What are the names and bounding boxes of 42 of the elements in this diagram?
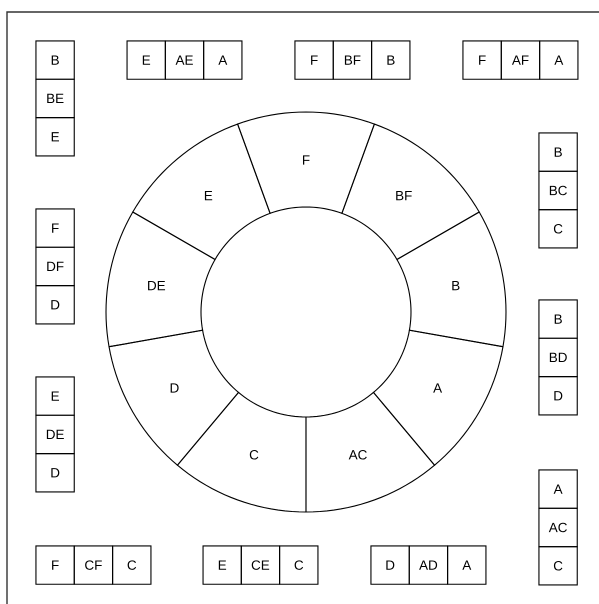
label-cell: E [35, 117, 75, 156]
label-cell: BC [538, 170, 578, 210]
label-cell: B [538, 132, 578, 172]
label-cell: F [35, 545, 75, 585]
label-cell: F [462, 40, 502, 80]
label-cell: DF [35, 246, 75, 286]
label-cell: C [112, 545, 152, 585]
label-cell: A [538, 469, 578, 509]
label-cell: C [279, 545, 318, 585]
label-cell: A [447, 545, 486, 585]
label-cell: E [126, 40, 166, 80]
label-cell: C [538, 209, 578, 248]
label-cell: F [294, 40, 334, 80]
ring-segment: C [176, 392, 307, 513]
label-cell: B [35, 40, 75, 80]
label-cell: D [538, 376, 578, 416]
ring-segment: D [108, 330, 240, 466]
label-cell: BF [332, 40, 372, 80]
ring-segment: B [396, 211, 507, 348]
label-cell: D [35, 453, 75, 492]
label-cell: E [35, 376, 75, 416]
label-cell: D [370, 545, 410, 585]
label-cell: CF [74, 545, 114, 585]
ring-segment: DE [105, 211, 216, 348]
label-cell: AD [408, 545, 448, 585]
label-cell: AE [164, 40, 204, 80]
label-cell: A [539, 40, 578, 80]
label-cell: E [202, 545, 242, 585]
label-cell: C [538, 546, 578, 586]
ring-segment: AC [305, 392, 436, 513]
label-cell: A [203, 40, 242, 80]
label-cell: AC [538, 508, 578, 548]
label-cell: F [35, 208, 75, 248]
label-cell: BD [538, 338, 578, 378]
label-cell: D [35, 285, 75, 324]
label-cell: AF [500, 40, 540, 80]
label-cell: DE [35, 414, 75, 454]
ring-segment: E [132, 123, 271, 260]
label-cell: CE [240, 545, 280, 585]
label-cell: BE [35, 78, 75, 118]
label-cell: B [371, 40, 410, 80]
label-cell: B [538, 299, 578, 339]
